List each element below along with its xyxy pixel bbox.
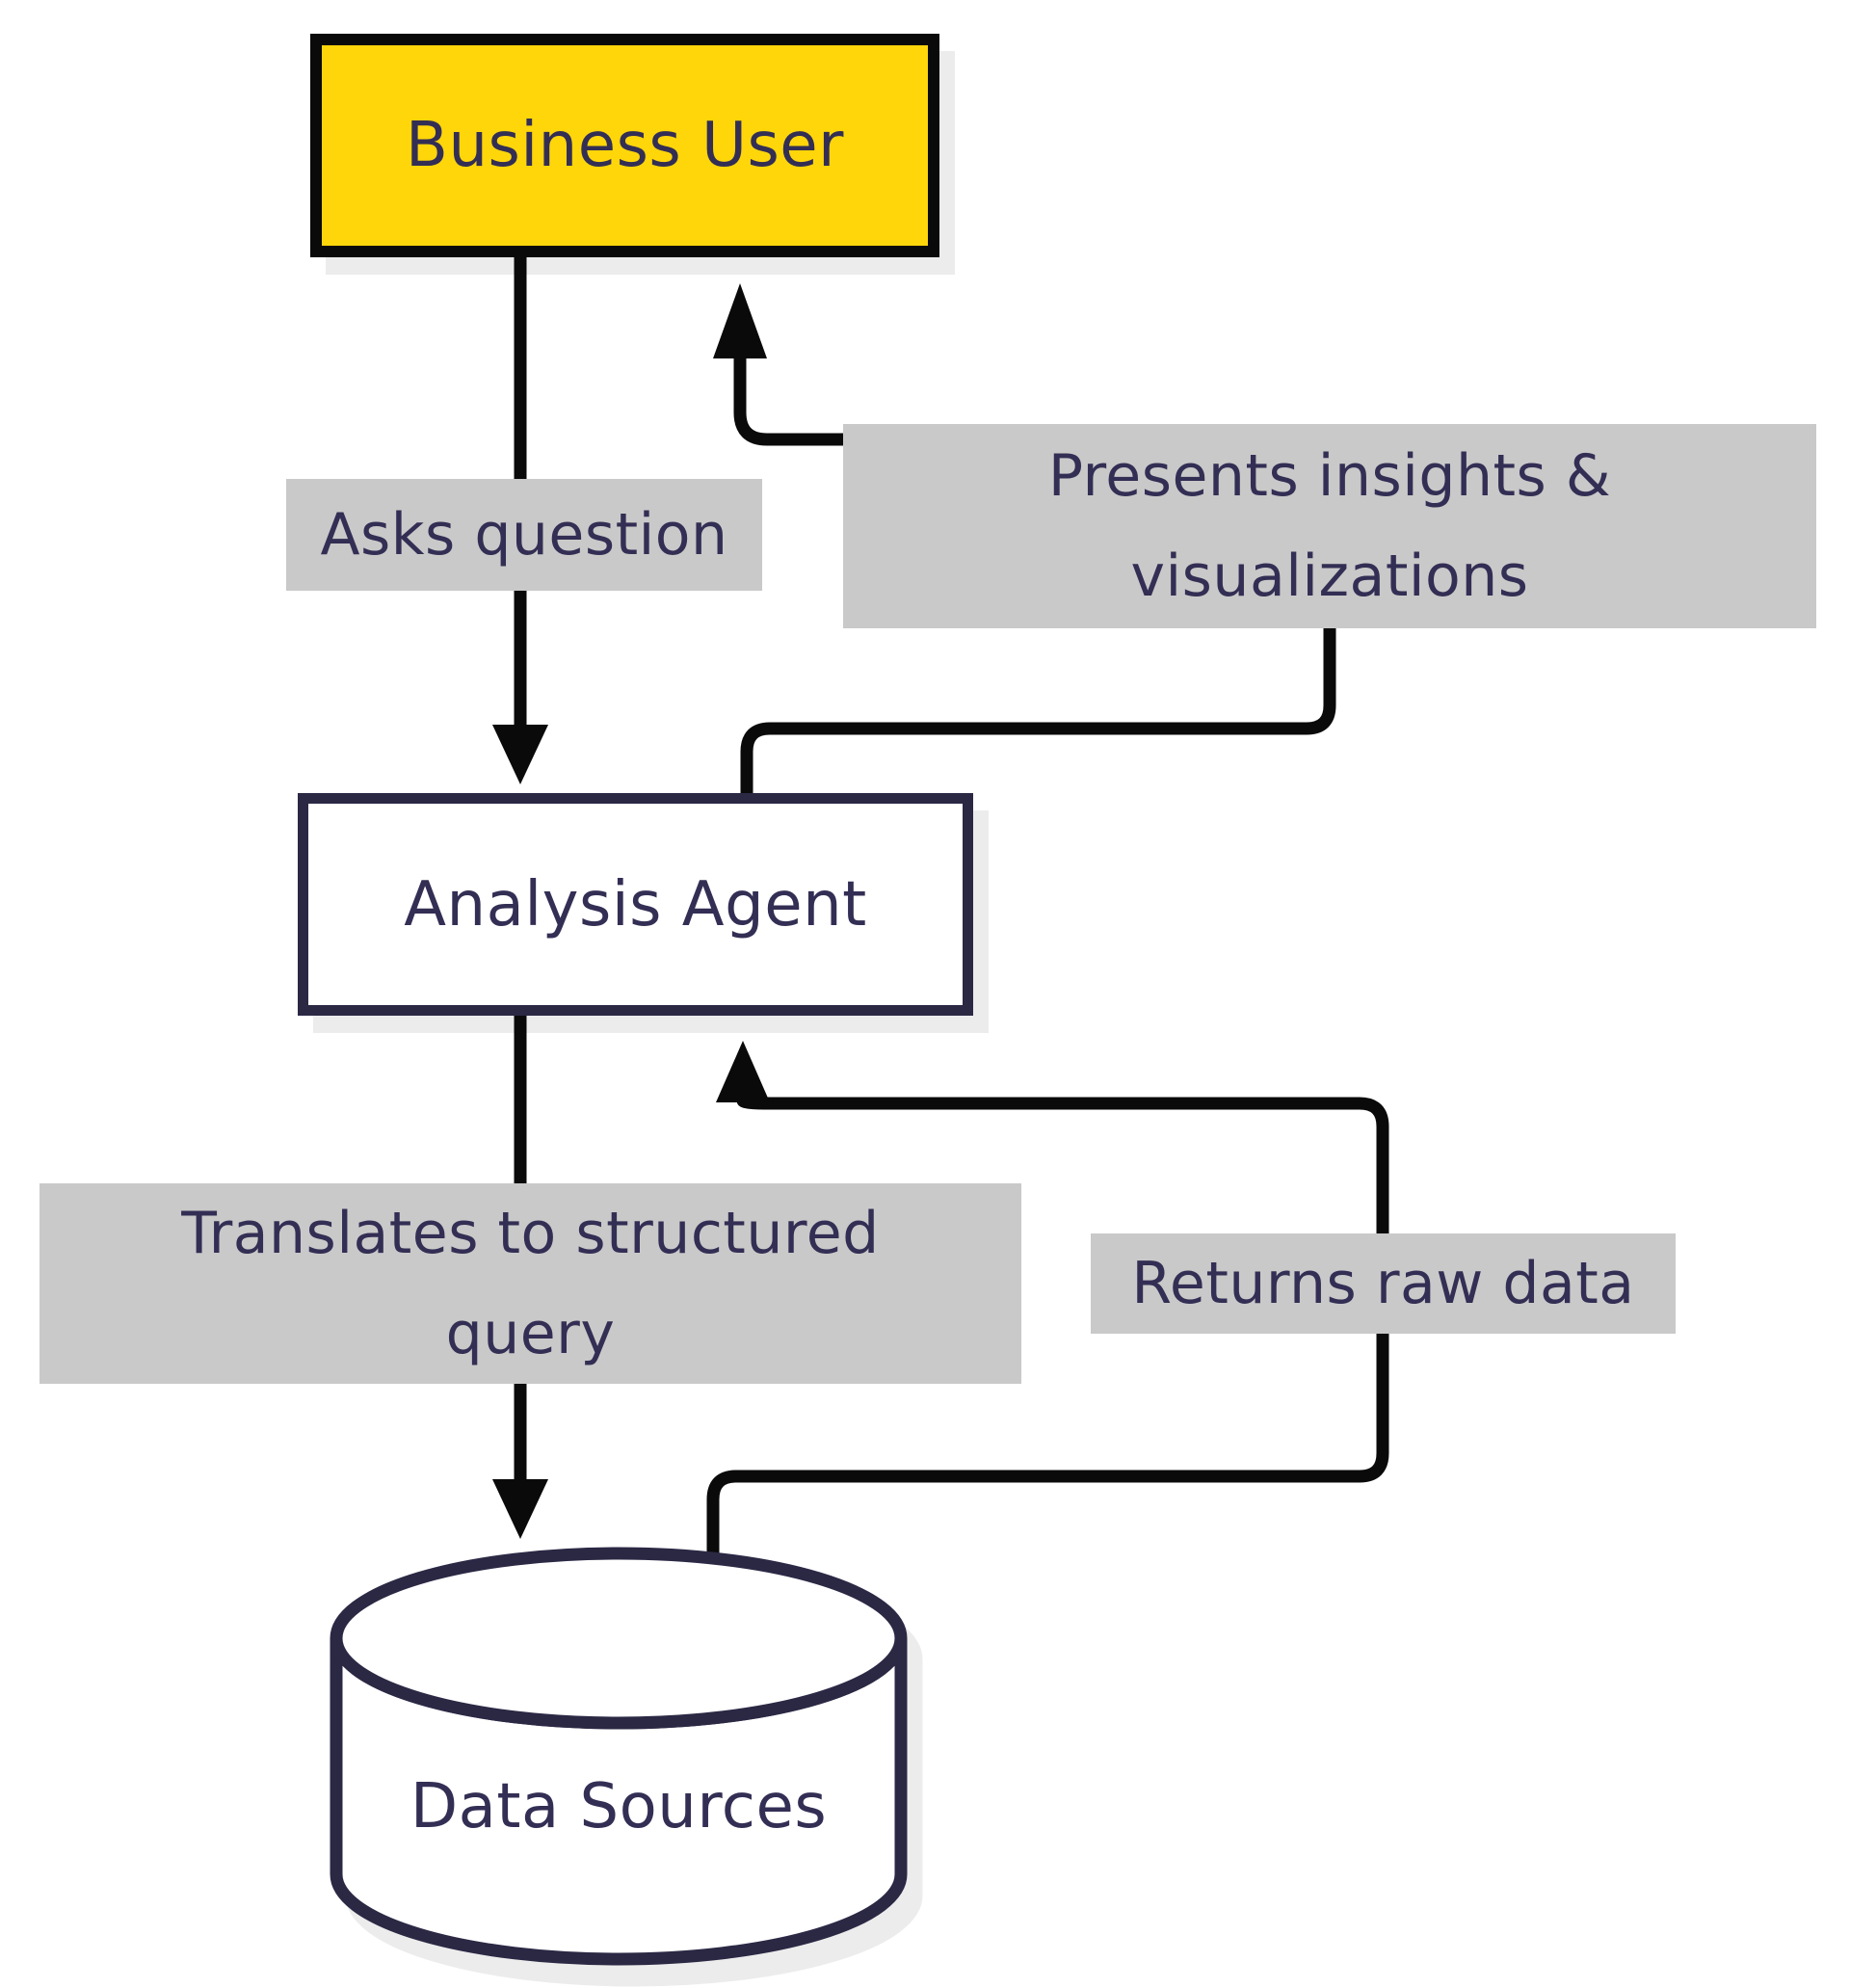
business-user-label: Business User [406, 110, 844, 181]
edge-label-returns-raw-data: Returns raw data [1091, 1233, 1676, 1334]
data-sources-node [330, 1547, 908, 1966]
analysis-agent-node: Analysis Agent [298, 793, 973, 1016]
asks-question-text: Asks question [320, 501, 728, 569]
arrowhead-down-icon [492, 725, 548, 784]
presents-insights-line2: visualizations [1130, 543, 1529, 610]
edge-label-translates-query: Translates to structured query [40, 1183, 1021, 1384]
arrowhead-down-icon [492, 1479, 548, 1539]
translates-query-line1: Translates to structured [181, 1200, 880, 1267]
translates-query-line2: query [445, 1300, 616, 1367]
arrowhead-up-icon [716, 1041, 770, 1102]
business-user-node: Business User [310, 34, 939, 257]
returns-raw-data-text: Returns raw data [1131, 1250, 1635, 1317]
edge-label-asks-question: Asks question [286, 479, 762, 591]
arrow-returns-raw-data [706, 1041, 1389, 1558]
edge-label-presents-insights: Presents insights & visualizations [843, 424, 1816, 628]
cylinder-top-icon [330, 1547, 908, 1730]
arrowhead-up-icon [713, 283, 767, 358]
analysis-agent-label: Analysis Agent [404, 868, 867, 941]
data-sources-label: Data Sources [410, 1771, 828, 1842]
presents-insights-line1: Presents insights & [1047, 442, 1612, 510]
